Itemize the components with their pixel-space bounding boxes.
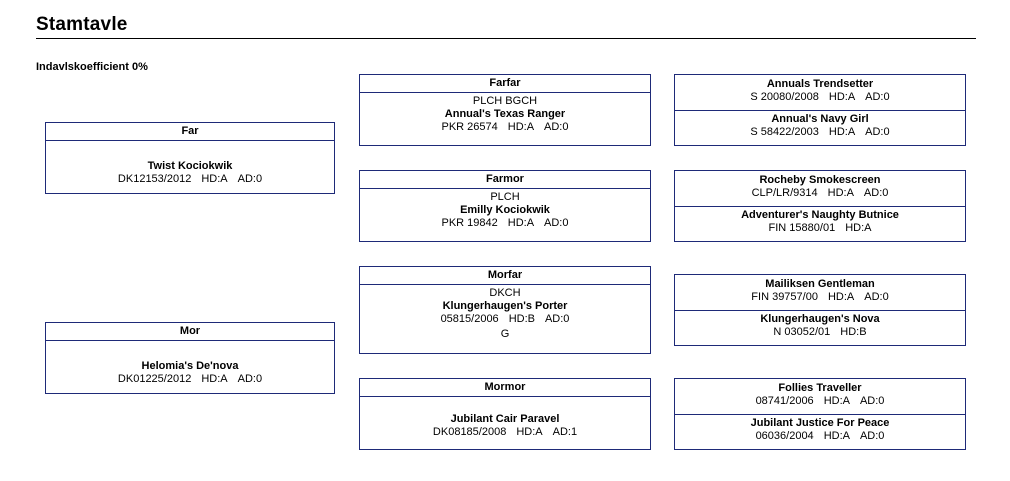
paternal-grandsire-name: Annual's Texas Ranger	[444, 108, 566, 120]
maternal-grandsire-box: Morfar DKCH Klungerhaugen's Porter 05815…	[359, 266, 651, 354]
dam-name: Helomia's De'nova	[141, 360, 239, 372]
ggp-name: Mailiksen Gentleman	[765, 278, 875, 290]
paternal-grandsire-box: Farfar PLCH BGCH Annual's Texas Ranger P…	[359, 74, 651, 146]
sire-name: Twist Kociokwik	[147, 160, 233, 172]
page-title: Stamtavle	[36, 14, 128, 35]
maternal-granddam-name: Jubilant Cair Paravel	[450, 413, 560, 425]
dam-header: Mor	[46, 323, 334, 341]
sire-header: Far	[46, 123, 334, 141]
ggp-name: Follies Traveller	[778, 382, 862, 394]
title-divider	[36, 38, 976, 39]
paternal-grandsire-titles: PLCH BGCH	[472, 95, 538, 107]
maternal-granddam-header: Mormor	[360, 379, 650, 397]
paternal-granddam-titles: PLCH	[490, 191, 520, 203]
ggp-name: Annuals Trendsetter	[766, 78, 874, 90]
ggp-name: Adventurer's Naughty Butnice	[741, 209, 899, 221]
maternal-grandsire-extra: G	[500, 328, 510, 340]
maternal-grandsire-header: Morfar	[360, 267, 650, 285]
maternal-grandsire-titles: DKCH	[489, 287, 521, 299]
ggp-name: Annual's Navy Girl	[771, 113, 869, 125]
maternal-granddam-box: Mormor Jubilant Cair Paravel DK08185/200…	[359, 378, 651, 450]
ggp-name: Jubilant Justice For Peace	[750, 417, 890, 429]
maternal-grandsire-name: Klungerhaugen's Porter	[442, 300, 568, 312]
ggp-name: Rocheby Smokescreen	[759, 174, 881, 186]
paternal-granddam-name: Emilly Kociokwik	[460, 204, 550, 216]
inbreeding-coefficient: Indavlskoefficient 0%	[36, 61, 148, 73]
paternal-granddam-header: Farmor	[360, 171, 650, 189]
ggp-name: Klungerhaugen's Nova	[760, 313, 880, 325]
paternal-grandsire-header: Farfar	[360, 75, 650, 93]
